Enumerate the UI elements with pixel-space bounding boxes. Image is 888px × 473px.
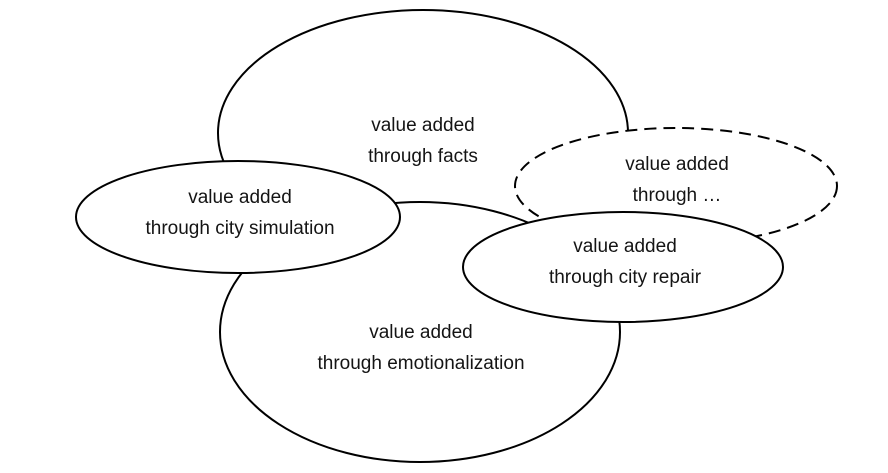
emotionalization-label-line1: value added	[369, 322, 473, 343]
unspecified-label: value added through …	[625, 149, 729, 211]
facts-label-line1: value added	[371, 115, 475, 136]
facts-label: value added through facts	[368, 110, 478, 172]
city-simulation-label-line2: through city simulation	[145, 218, 335, 239]
city-simulation-label: value added through city simulation	[145, 182, 334, 244]
unspecified-label-line1: value added	[625, 154, 729, 175]
unspecified-label-line2: through …	[632, 185, 722, 206]
city-repair-label-line1: value added	[573, 236, 677, 257]
city-repair-label: value added through city repair	[549, 231, 701, 293]
facts-label-line2: through facts	[368, 146, 478, 167]
emotionalization-label: value added through emotionalization	[317, 317, 524, 379]
city-repair-label-line2: through city repair	[548, 267, 702, 288]
city-repair-ellipse	[462, 211, 784, 323]
city-simulation-label-line1: value added	[188, 187, 292, 208]
emotionalization-label-line2: through emotionalization	[317, 353, 525, 374]
city-simulation-ellipse	[75, 160, 401, 274]
